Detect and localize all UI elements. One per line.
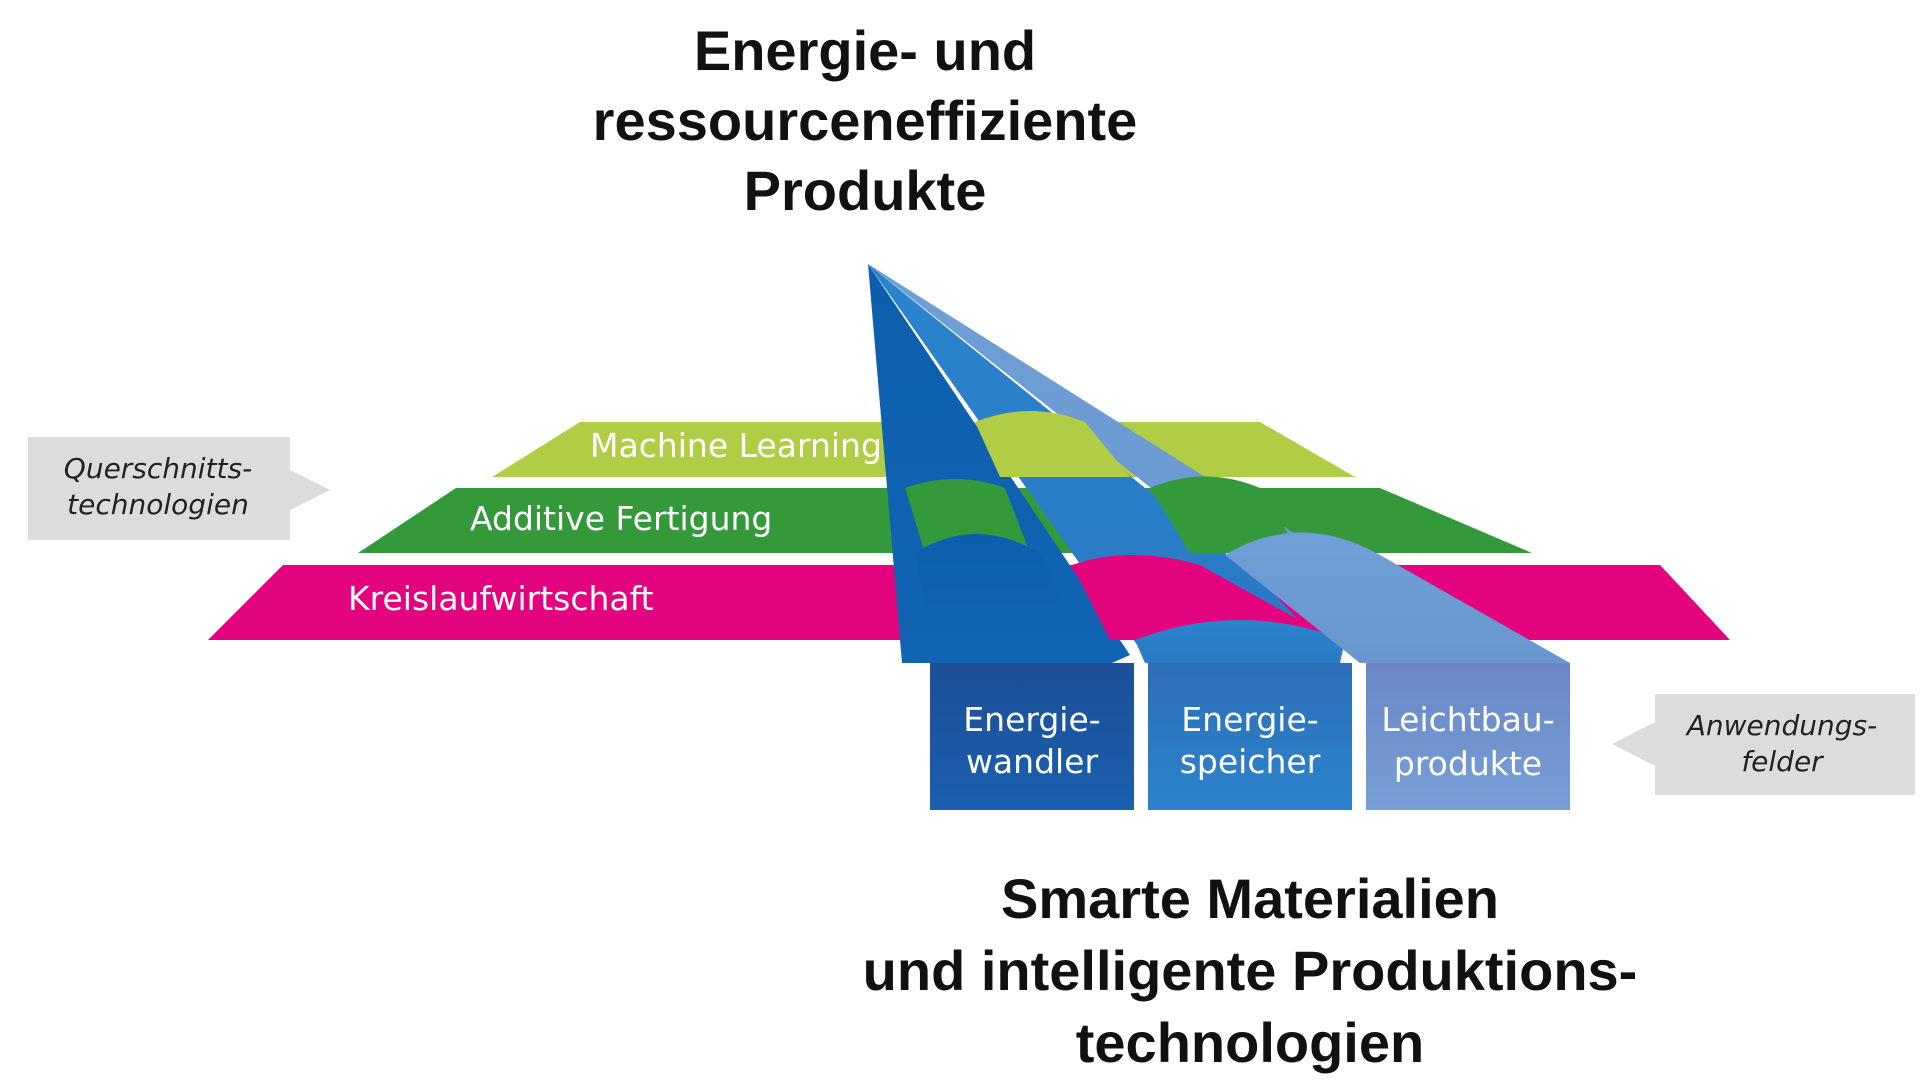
callout-left-line-1: Querschnitts- <box>64 452 252 485</box>
layer-label-kreislaufwirtschaft: Kreislaufwirtschaft <box>348 579 654 618</box>
field-label-energiespeicher-2: speicher <box>1180 742 1321 781</box>
field-label-energiewandler-2: wandler <box>966 742 1099 781</box>
callout-left-shape <box>28 437 330 540</box>
title-top: Energie- und ressourceneffiziente Produk… <box>593 19 1138 222</box>
callout-right-line-1: Anwendungs- <box>1685 709 1878 742</box>
arch-beam3-over-kw <box>1225 532 1570 663</box>
weave-af-over-beam1 <box>905 479 1030 553</box>
field-label-energiespeicher-1: Energie- <box>1181 700 1318 739</box>
field-label-leichtbauprodukte-1: Leichtbau- <box>1381 700 1554 739</box>
arch-beam2-over-kw <box>1135 620 1345 663</box>
title-bottom-line-2: und intelligente Produktions- <box>863 939 1638 1002</box>
title-top-line-3: Produkte <box>744 159 987 222</box>
field-label-leichtbauprodukte-2: produkte <box>1394 744 1542 783</box>
field-energiewandler: Energie- wandler <box>930 663 1134 810</box>
callout-querschnittstechnologien: Querschnitts- technologien <box>28 437 330 540</box>
field-label-energiewandler-1: Energie- <box>963 700 1100 739</box>
title-top-line-2: ressourceneffiziente <box>593 89 1138 152</box>
field-box-energiespeicher <box>1148 663 1352 810</box>
title-bottom: Smarte Materialien und intelligente Prod… <box>863 867 1638 1074</box>
callout-right-shape <box>1612 694 1915 795</box>
title-bottom-line-3: technologien <box>1076 1011 1424 1074</box>
field-box-energiewandler <box>930 663 1134 810</box>
weave-ml-over-beam2 <box>975 411 1130 477</box>
title-bottom-line-1: Smarte Materialien <box>1001 867 1499 930</box>
layer-label-additive-fertigung: Additive Fertigung <box>470 499 772 538</box>
arch-beam1-over-kw <box>915 534 1080 640</box>
field-energiespeicher: Energie- speicher <box>1148 663 1352 810</box>
callout-right-line-2: felder <box>1741 745 1824 778</box>
field-leichtbauprodukte: Leichtbau- produkte <box>1366 663 1570 810</box>
layer-label-machine-learning: Machine Learning <box>590 426 882 465</box>
callout-anwendungsfelder: Anwendungs- felder <box>1612 694 1915 795</box>
field-box-leichtbauprodukte <box>1366 663 1570 810</box>
callout-left-line-2: technologien <box>67 488 249 521</box>
weave-af-over-beam3 <box>1150 476 1300 553</box>
weave-kw-over-beam2 <box>1072 555 1335 640</box>
title-top-line-1: Energie- und <box>694 19 1036 82</box>
